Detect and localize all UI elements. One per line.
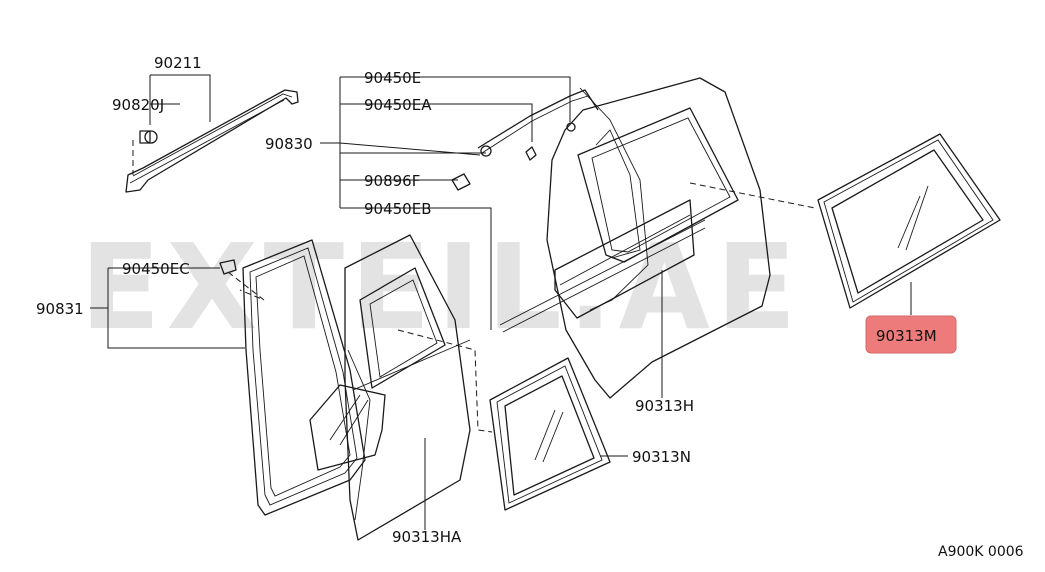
label-90450EA: 90450EA: [364, 96, 432, 114]
watermark-text: EXTEIL.AE: [80, 218, 803, 356]
back-door-panel-90313H: [499, 77, 771, 399]
label-90450E: 90450E: [364, 69, 421, 87]
label-90831: 90831: [36, 300, 84, 318]
rear-quarter-glass-90313M: [817, 133, 1001, 309]
label-90313M[interactable]: 90313M: [876, 327, 937, 345]
label-90820J: 90820J: [112, 96, 164, 114]
clip-ec-dashed-guide: [227, 271, 265, 301]
label-90313HA: 90313HA: [392, 528, 462, 546]
clip-90820J: [139, 130, 158, 144]
label-90211: 90211: [154, 54, 202, 72]
clip-90450EC: [219, 259, 237, 275]
label-90450EB: 90450EB: [364, 200, 432, 218]
diagram-reference: A900K 0006: [938, 544, 1024, 560]
glass-dashed-guide: [689, 182, 816, 209]
label-90830: 90830: [265, 135, 313, 153]
door-glass-90313N: [489, 357, 611, 511]
label-90450EC: 90450EC: [122, 260, 190, 278]
roof-rail-molding: [125, 89, 299, 193]
upper-weatherstrip-clips: [451, 89, 599, 191]
highlight-90313M: [865, 315, 957, 354]
label-90896F: 90896F: [364, 172, 420, 190]
rear-door-panel-90313HA: [309, 234, 471, 541]
door-weatherstrip-90831: [242, 239, 366, 516]
label-90313N: 90313N: [632, 448, 691, 466]
label-90313H: 90313H: [635, 397, 694, 415]
